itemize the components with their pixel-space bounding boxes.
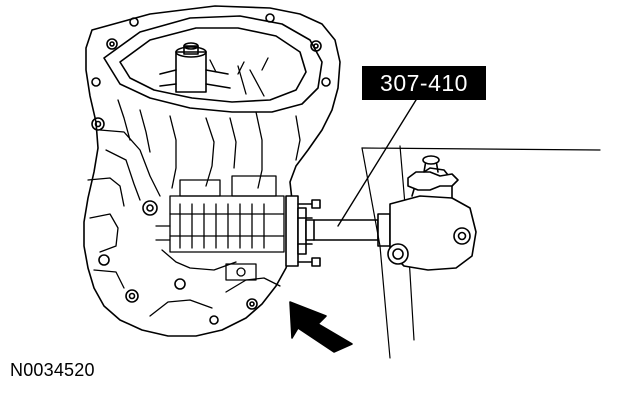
callout-leader-line <box>337 99 417 227</box>
figure-id-label: N0034520 <box>10 360 95 380</box>
tool-mounting-plate <box>285 195 321 267</box>
bell-housing-rim <box>103 15 323 113</box>
wing-nut <box>407 155 459 191</box>
gear-cluster <box>155 175 285 281</box>
mounting-bracket <box>361 145 601 359</box>
tool-number-callout: 307-410 <box>362 66 486 100</box>
special-tool-bar <box>305 213 391 247</box>
case-bolt-holes <box>91 13 331 325</box>
input-shaft <box>159 42 231 93</box>
bell-housing-inner <box>119 27 307 103</box>
direction-arrow <box>289 301 353 353</box>
case-ribs <box>87 57 301 317</box>
transmission-case-outline <box>83 5 341 337</box>
